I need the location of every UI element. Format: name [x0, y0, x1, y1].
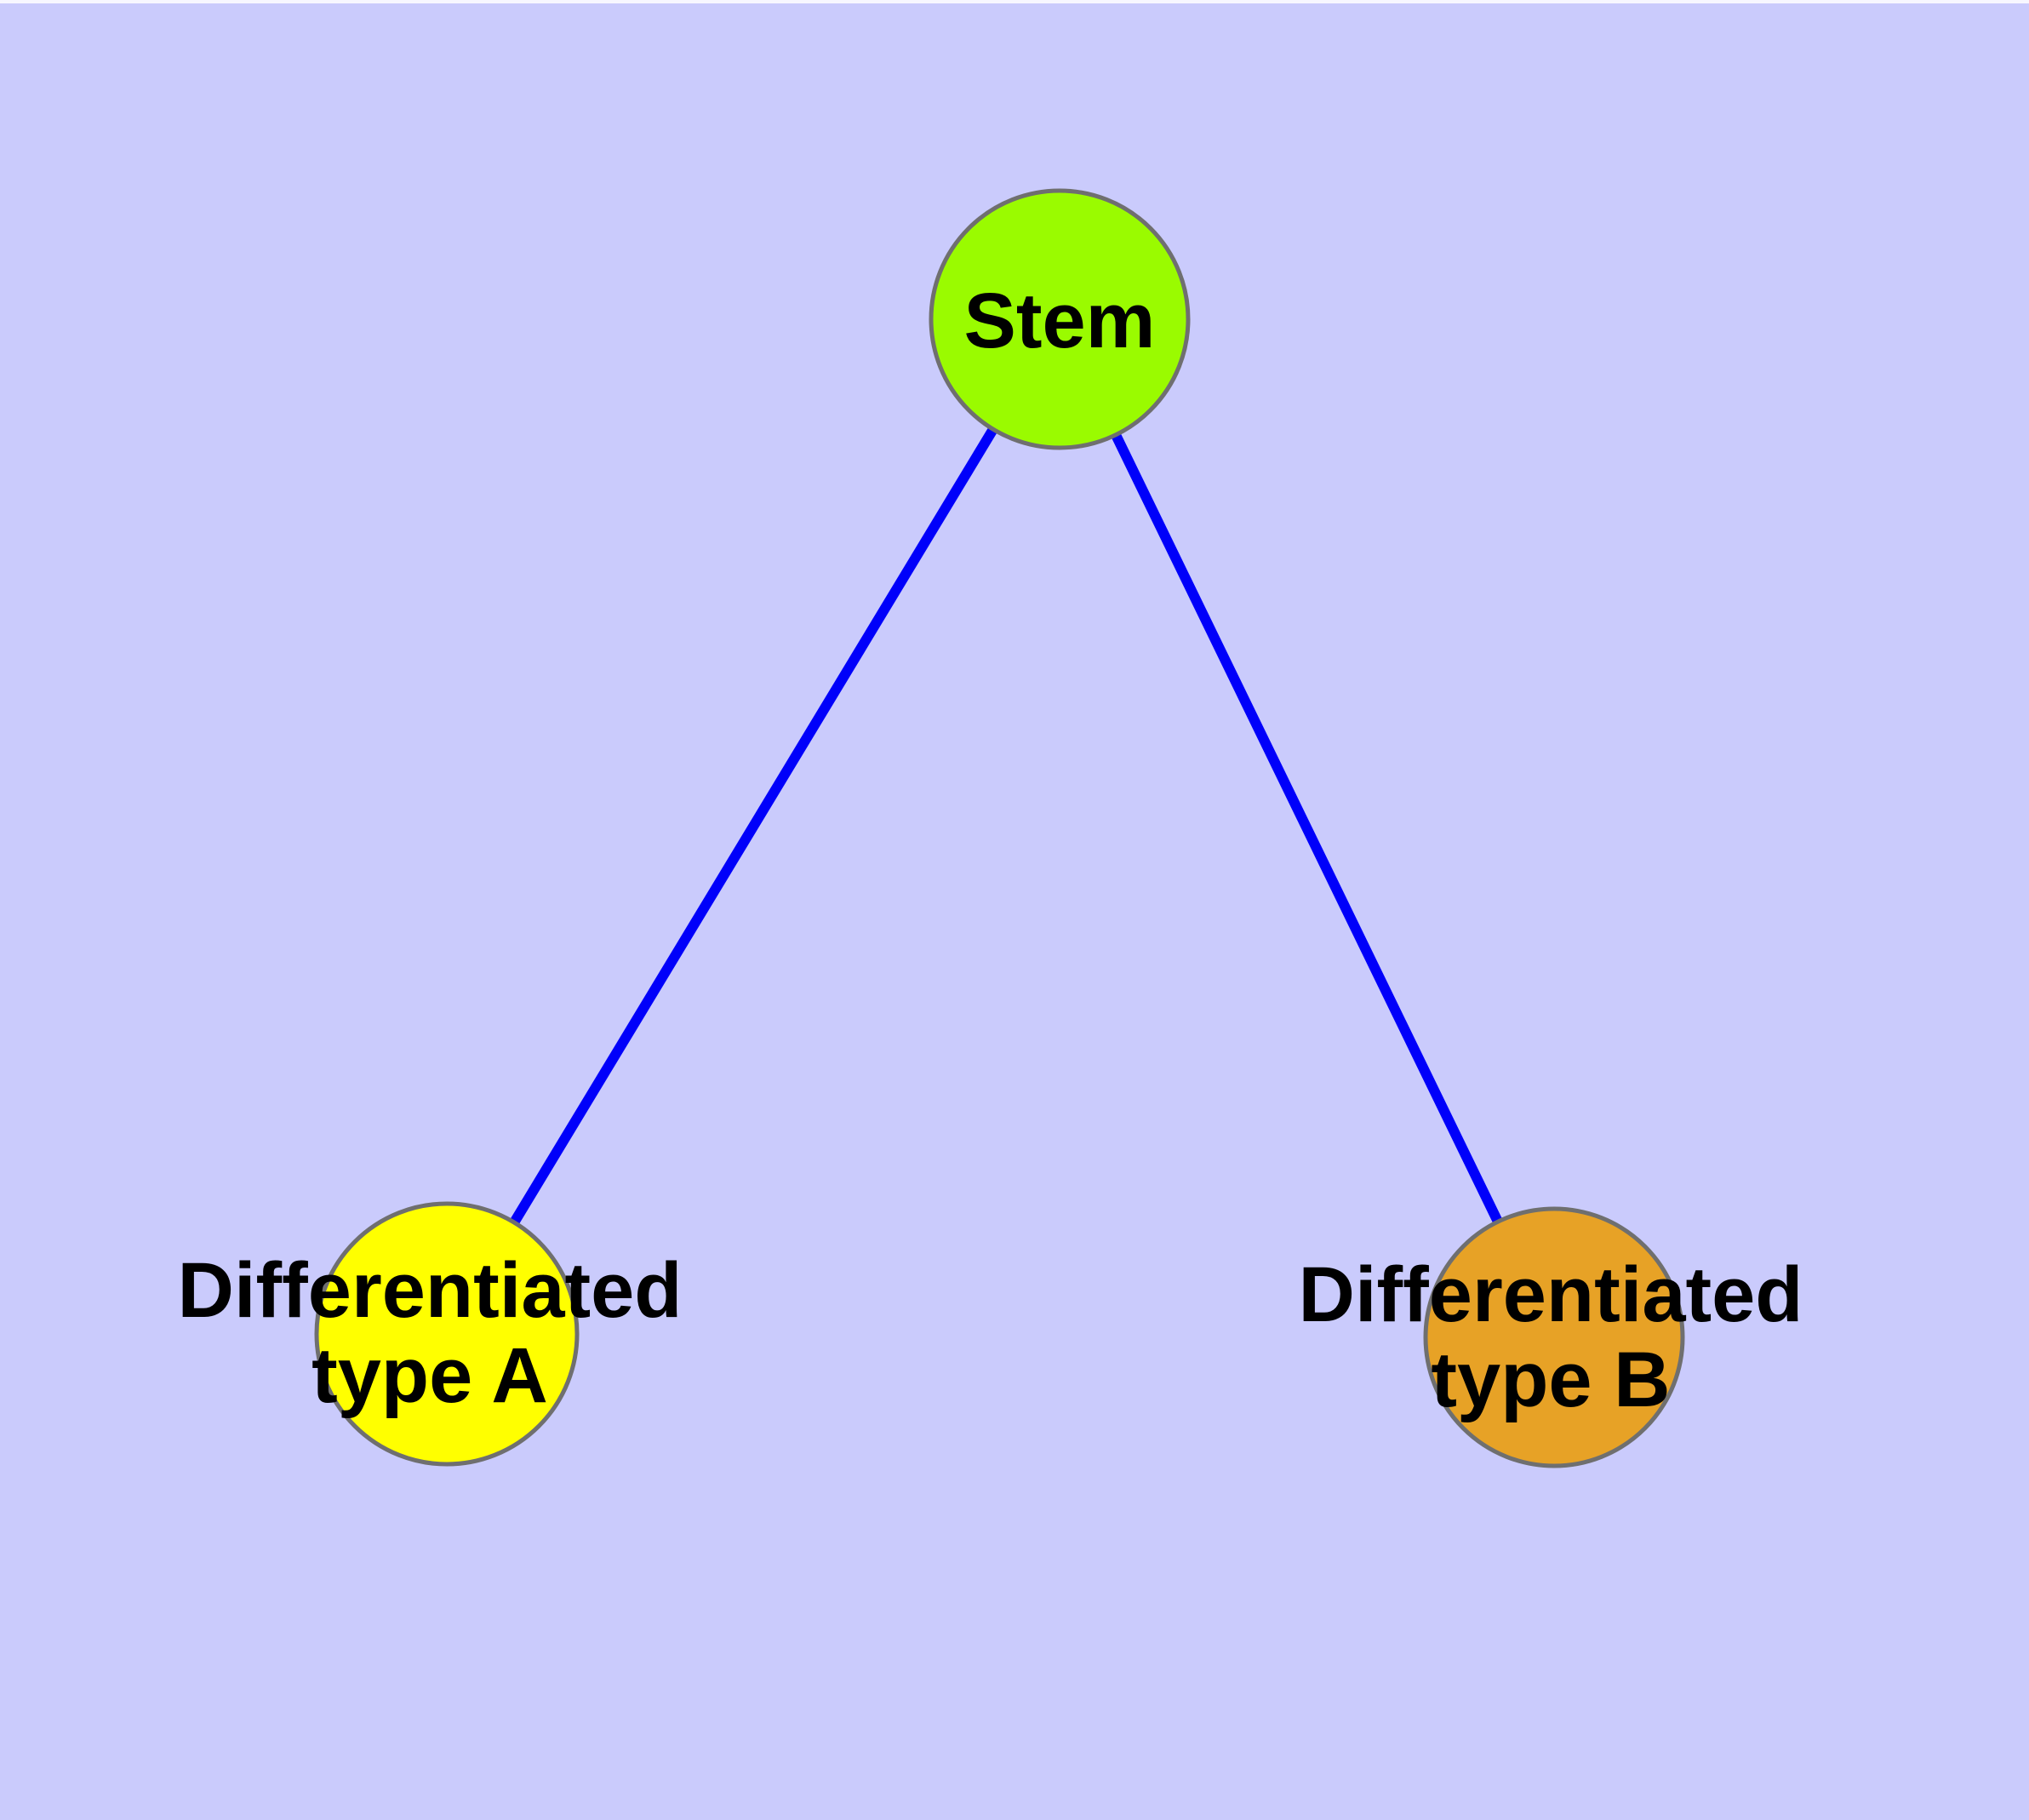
- node-type-a-label-line2: type A: [311, 1332, 548, 1419]
- node-stem-label: Stem: [964, 278, 1156, 364]
- node-stem: Stem: [929, 188, 1191, 450]
- node-type-a-circle: [314, 1201, 580, 1467]
- node-differentiated-type-a: Differentiated type A: [178, 1201, 683, 1467]
- node-differentiated-type-b: Differentiated type B: [1299, 1206, 1803, 1468]
- edge-stem-to-type-a: [442, 316, 1065, 1337]
- edge-stem-to-type-b: [1055, 317, 1559, 1340]
- node-type-b-label-line1: Differentiated: [1299, 1251, 1803, 1338]
- top-margin-strip: [0, 0, 2029, 3]
- node-type-b-label-line2: type B: [1431, 1336, 1670, 1423]
- node-type-a-label-line1: Differentiated: [178, 1247, 683, 1334]
- node-stem-circle: [929, 188, 1191, 450]
- node-type-b-circle: [1423, 1206, 1685, 1468]
